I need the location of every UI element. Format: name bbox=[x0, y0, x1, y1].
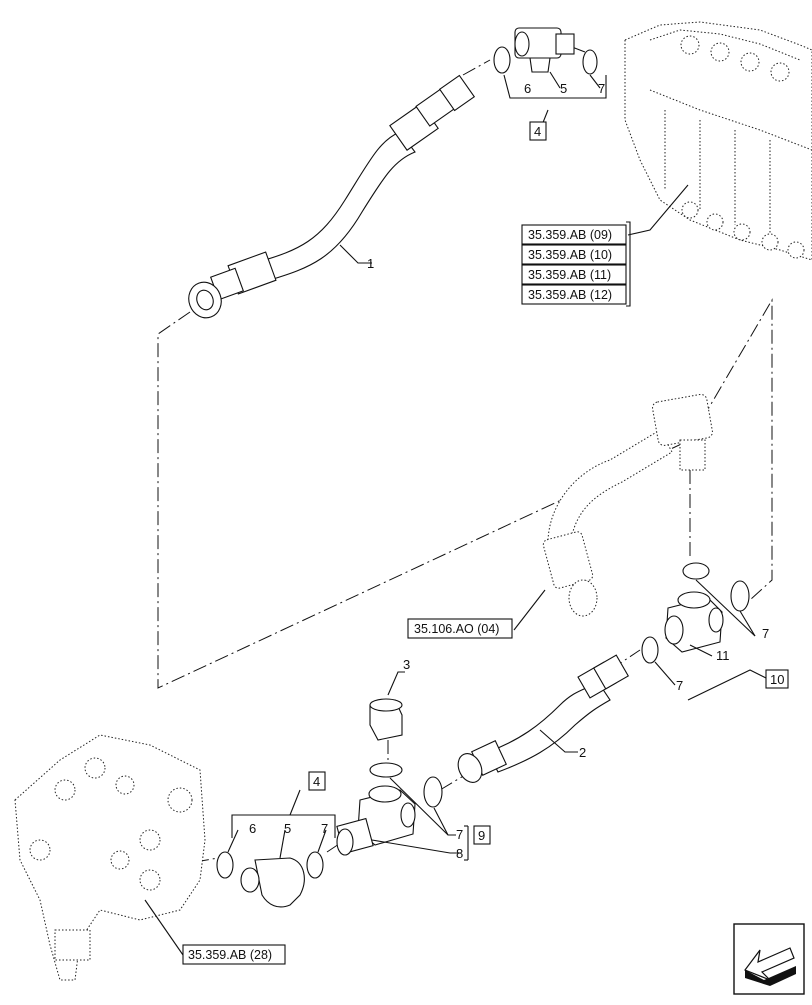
callout-2: 2 bbox=[579, 745, 586, 760]
callout-8: 8 bbox=[456, 846, 463, 861]
hose-2 bbox=[457, 654, 630, 783]
callout-4-top: 4 bbox=[534, 124, 541, 139]
callout-10: 10 bbox=[770, 672, 784, 687]
boxed-callouts: 4 4 9 10 bbox=[308, 121, 789, 861]
ref-35-359-ab-09: 35.359.AB (09) bbox=[528, 228, 612, 242]
callout-11: 11 bbox=[716, 648, 730, 663]
callout-6-top: 6 bbox=[524, 81, 531, 96]
reference-stack-top: 35.359.AB (09) 35.359.AB (10) 35.359.AB … bbox=[521, 221, 631, 307]
callout-5-top: 5 bbox=[560, 81, 567, 96]
callout-5-lower: 5 bbox=[284, 821, 291, 836]
callout-9: 9 bbox=[478, 828, 485, 843]
elbow-fitting-top bbox=[493, 27, 598, 75]
tee-fitting-right bbox=[641, 562, 750, 664]
hose-1 bbox=[188, 74, 476, 319]
ref-35-106-ao-04: 35.106.AO (04) bbox=[414, 622, 499, 636]
callout-4-lower: 4 bbox=[313, 774, 320, 789]
valve-block-top bbox=[624, 21, 812, 261]
ref-35-359-ab-11: 35.359.AB (11) bbox=[528, 268, 611, 282]
callouts: 1 2 3 6 5 7 11 7 7 7 8 6 5 7 bbox=[249, 81, 769, 861]
callout-7-top: 7 bbox=[598, 81, 605, 96]
callout-7-lower-left: 7 bbox=[321, 821, 328, 836]
arrow-icon[interactable] bbox=[733, 923, 805, 995]
callout-1: 1 bbox=[367, 256, 374, 271]
valve-block-lower bbox=[14, 734, 206, 981]
hose-dotted-middle bbox=[542, 393, 713, 617]
leader-lines bbox=[144, 71, 771, 956]
ref-35-359-ab-28: 35.359.AB (28) bbox=[188, 948, 272, 962]
callout-7-right: 7 bbox=[762, 626, 769, 641]
callout-6-lower: 6 bbox=[249, 821, 256, 836]
ref-35-359-ab-10: 35.359.AB (10) bbox=[528, 248, 612, 262]
callout-7-right-lower: 7 bbox=[676, 678, 683, 693]
elbow-fitting-lower bbox=[216, 851, 324, 908]
callout-7-lower: 7 bbox=[456, 827, 463, 842]
tee-fitting-lower bbox=[336, 762, 443, 856]
plug-3 bbox=[369, 698, 403, 741]
ref-35-359-ab-12: 35.359.AB (12) bbox=[528, 288, 612, 302]
callout-3: 3 bbox=[403, 657, 410, 672]
